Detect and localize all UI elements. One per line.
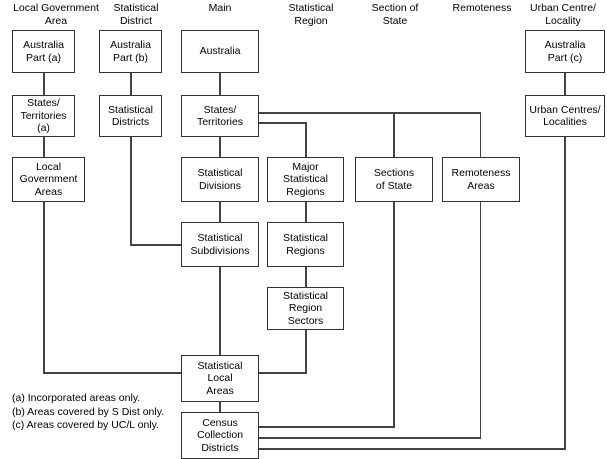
node-statistical-subdivisions[interactable]: Statistical Subdivisions [181,222,259,267]
edge-census-collection-districts-to-urban-centres-localities-h [258,448,566,450]
node-states-territories-a[interactable]: States/ Territories (a) [12,95,75,137]
column-header-local-government-area: Local Government Area [13,2,99,27]
node-major-statistical-regions[interactable]: Major Statistical Regions [267,157,344,202]
column-header-main: Main [208,2,232,14]
edge-states-territories-to-major-statistical-regions-h [259,122,306,124]
edge-states-territories-to-sections-remoteness-h [259,112,481,114]
edge-census-collection-districts-to-sections-of-state-h [258,426,395,428]
column-header-section-of-state: Section of State [371,2,419,27]
node-local-government-areas[interactable]: Local Government Areas [12,157,85,202]
edge-statistical-region-sectors-down [305,330,307,374]
edge-statistical-districts-to-statistical-subdivisions [130,244,183,246]
edge-states-territories-to-major-statistical-regions-v [305,122,307,158]
edge-statistical-divisions-to-statistical-subdivisions [219,202,221,222]
edge-statistical-regions-to-statistical-region-sectors [305,267,307,287]
node-urban-centres-localities[interactable]: Urban Centres/ Localities [525,95,605,137]
edge-local-government-areas-down [43,202,45,374]
node-statistical-divisions[interactable]: Statistical Divisions [181,157,259,202]
edge-states-territories-to-statistical-divisions [219,137,221,157]
edge-census-collection-districts-to-remoteness-areas-h [258,437,481,439]
edge-states-territories-to-remoteness-areas-v [479,112,482,158]
node-australia[interactable]: Australia [181,30,259,73]
node-sections-of-state[interactable]: Sections of State [355,157,433,202]
edge-major-statistical-regions-to-statistical-regions [305,202,307,222]
edge-census-collection-districts-to-urban-centres-localities-v [564,137,566,450]
column-header-statistical-region: Statistical Region [288,2,334,27]
column-header-remoteness: Remoteness [452,2,512,14]
node-australia-part-a[interactable]: Australia Part (a) [12,30,75,73]
node-statistical-local-areas[interactable]: Statistical Local Areas [181,355,259,402]
edge-census-collection-districts-to-remoteness-areas-v [479,202,482,439]
edge-statistical-region-sectors-to-statistical-local-areas [258,372,307,374]
edge-census-collection-districts-to-sections-of-state-v [393,202,395,428]
edge-states-territories-to-sections-of-state-v [393,112,395,158]
column-header-urban-centre-locality: Urban Centre/ Locality [530,2,596,27]
edge-australia-to-states-territories [219,73,221,95]
edge-australia-part-b-to-statistical-districts [130,73,132,95]
footnotes: (a) Incorporated areas only. (b) Areas c… [12,392,177,433]
node-census-collection-districts[interactable]: Census Collection Districts [181,412,259,459]
node-remoteness-areas[interactable]: Remoteness Areas [442,157,520,202]
node-states-territories[interactable]: States/ Territories [181,95,259,137]
edge-australia-part-c-to-urban-centres-localities [564,73,566,95]
edge-australia-part-a-to-states-territories-a [43,73,45,95]
node-statistical-region-sectors[interactable]: Statistical Region Sectors [267,287,344,330]
node-australia-part-c[interactable]: Australia Part (c) [525,30,605,73]
edge-local-government-areas-to-statistical-local-areas [43,372,183,374]
edge-states-territories-a-to-local-government-areas [43,137,45,157]
column-header-statistical-district: Statistical District [113,2,159,27]
node-statistical-districts[interactable]: Statistical Districts [99,95,162,137]
edge-statistical-districts-down [130,137,132,245]
edge-statistical-subdivisions-to-statistical-local-areas [219,267,221,355]
node-statistical-regions[interactable]: Statistical Regions [267,222,344,267]
edge-statistical-local-areas-to-census-collection-districts [219,392,221,412]
node-australia-part-b[interactable]: Australia Part (b) [99,30,162,73]
